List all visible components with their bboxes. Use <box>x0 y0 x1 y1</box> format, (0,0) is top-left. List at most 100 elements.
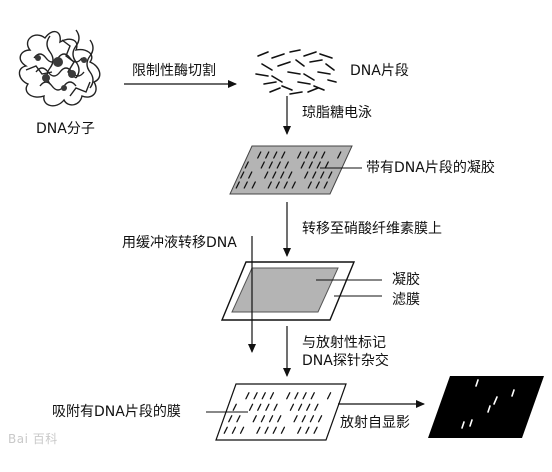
gel-band <box>264 171 269 179</box>
dna-fragment <box>263 81 277 85</box>
label-restriction-enzyme: 限制性酶切割 <box>132 63 216 79</box>
membrane-band <box>223 426 228 434</box>
gel-band <box>308 161 313 169</box>
gel-band <box>267 181 272 189</box>
label-electrophoresis: 琼脂糖电泳 <box>302 105 372 121</box>
label-dna-fragments: DNA片段 <box>350 63 409 79</box>
membrane-bands <box>223 392 332 434</box>
gel-band <box>291 181 296 189</box>
gel-band <box>321 151 326 159</box>
membrane-band <box>280 426 286 434</box>
dna-fragment <box>287 71 301 75</box>
gel-band <box>243 181 248 189</box>
membrane-band <box>293 415 298 423</box>
membrane-band <box>326 392 332 400</box>
gel-band <box>257 151 262 159</box>
membrane-band <box>256 426 261 434</box>
dna-fragment <box>303 51 317 57</box>
gel-band <box>315 181 320 189</box>
dna-fragment <box>309 59 323 63</box>
dna-fragment <box>297 81 311 85</box>
membrane-band <box>302 392 307 400</box>
gel-band <box>284 161 289 169</box>
gel-band <box>273 151 278 159</box>
dna-fragment <box>271 75 283 83</box>
gel-on-membrane <box>231 267 339 313</box>
membrane-band <box>297 403 303 411</box>
membrane-band <box>294 392 299 400</box>
gel-band <box>288 171 293 179</box>
membrane-band <box>277 415 282 423</box>
gel-band <box>300 161 305 169</box>
autoradiograph-band <box>469 419 473 427</box>
dna-fragment <box>319 53 333 59</box>
membrane-band <box>314 403 319 411</box>
membrane-band <box>286 392 291 400</box>
dna-fragment <box>325 63 335 71</box>
gel-band <box>265 151 270 159</box>
membrane-band <box>313 426 318 434</box>
membrane-band <box>272 426 277 434</box>
membrane-band <box>236 415 241 423</box>
autoradiograph-band <box>475 379 479 387</box>
gel-band <box>275 181 280 189</box>
label-probe-line1: 与放射性标记 <box>302 335 386 351</box>
membrane-band <box>269 392 275 400</box>
gel-band <box>304 171 309 179</box>
dna-fragment <box>271 53 285 59</box>
autoradiograph-band <box>511 389 515 397</box>
membrane-band <box>257 403 262 411</box>
membrane-band <box>239 426 245 434</box>
label-filter-membrane: 滤膜 <box>392 292 420 308</box>
dna-fragment <box>317 71 331 75</box>
dna-fragment <box>303 73 315 81</box>
gel-band <box>337 151 342 159</box>
gel-band <box>244 161 249 169</box>
membrane-band <box>248 403 254 411</box>
membrane-band <box>245 392 250 400</box>
label-buffer-transfer: 用缓冲液转移DNA <box>122 235 237 251</box>
gel-band <box>324 161 329 169</box>
dna-fragment <box>295 59 305 67</box>
label-transfer-nc: 转移至硝酸纤维素膜上 <box>302 221 442 237</box>
gel-slab <box>229 145 353 195</box>
gel-band <box>251 181 256 189</box>
gel-band <box>248 171 253 179</box>
label-gel-with-fragments: 带有DNA片段的凝胶 <box>366 160 495 176</box>
membrane-band <box>264 426 269 434</box>
gel-band <box>316 161 321 169</box>
label-membrane-with-fragments: 吸附有DNA片段的膜 <box>52 404 181 420</box>
label-autoradiography: 放射自显影 <box>340 415 410 431</box>
membrane-band <box>317 415 323 423</box>
gel-band <box>297 151 302 159</box>
label-gel: 凝胶 <box>392 272 420 288</box>
dna-fragment <box>257 51 269 57</box>
membrane-band <box>261 392 266 400</box>
membrane-band <box>310 392 315 400</box>
membrane-band <box>309 415 315 423</box>
membrane-band <box>232 403 237 411</box>
autoradiograph-band <box>487 405 491 413</box>
dna-fragment <box>269 87 281 93</box>
label-probe-line2: DNA探针杂交 <box>302 353 389 369</box>
membrane-band <box>260 415 266 423</box>
membrane-band <box>301 415 306 423</box>
dna-fragment <box>261 63 273 71</box>
membrane-band <box>289 403 295 411</box>
gel-band <box>323 181 328 189</box>
gel-band <box>240 171 245 179</box>
dna-fragment <box>327 79 337 83</box>
gel-band <box>320 171 325 179</box>
membrane-band <box>297 426 302 434</box>
gel-band <box>272 171 277 179</box>
label-dna-molecule: DNA分子 <box>36 121 95 137</box>
gel-band <box>283 181 288 189</box>
gel-band <box>281 151 286 159</box>
dna-molecule-fill <box>35 55 87 91</box>
watermark-logo: Bai 百科 <box>8 432 58 446</box>
gel-band <box>307 181 312 189</box>
dna-fragment <box>307 87 319 93</box>
membrane-band <box>252 415 257 423</box>
